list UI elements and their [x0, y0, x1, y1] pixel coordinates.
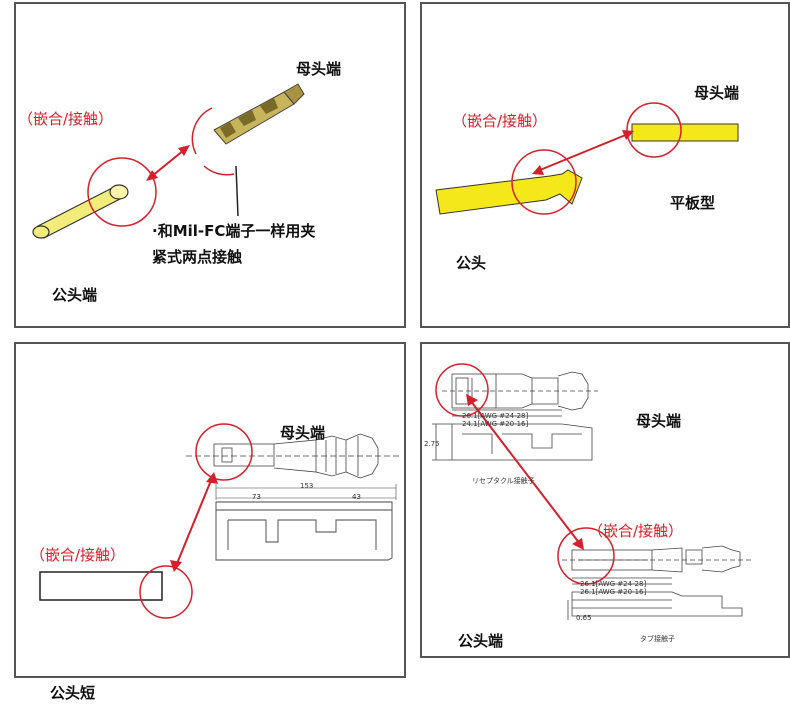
- contact-circle-male: [87, 157, 157, 227]
- contact-circle-male: [139, 565, 193, 619]
- label-female-end: 母头端: [296, 60, 342, 78]
- female-flat-strip: [631, 123, 739, 142]
- male-bent-strip: [435, 169, 583, 215]
- label-fit-contact: （嵌合/接触）: [18, 110, 114, 128]
- contact-circle-male: [557, 527, 615, 585]
- label-fit-contact: （嵌合/接触）: [30, 546, 126, 564]
- caption-tab: タブ接触子: [640, 635, 675, 643]
- caption-male-short: 公头短: [50, 684, 96, 702]
- label-male-end: 公头端: [458, 632, 504, 650]
- contact-arc-female: [191, 107, 213, 155]
- contact-circle-female: [435, 363, 489, 417]
- female-terminal-side-view: [215, 501, 393, 561]
- dim-awg-4: 26.1[AWG #20-16]: [580, 588, 647, 596]
- male-flat-bar: [39, 571, 163, 601]
- panel-bottom-right: 26.1[AWG #24-28] 24.1[AWG #20-16] 2.75 リ…: [420, 342, 790, 658]
- fit-arrow: [146, 145, 190, 181]
- dim-awg-1: 26.1[AWG #24-28]: [462, 412, 529, 420]
- female-terminal-drawing: [186, 433, 400, 479]
- note-line-2: 紧式两点接触: [152, 248, 243, 266]
- dim-b: 43: [352, 493, 361, 501]
- label-flat-type: 平板型: [670, 194, 716, 212]
- label-fit-contact: （嵌合/接触）: [452, 112, 548, 130]
- panel-bottom-left: 153 73 43 母头端 （嵌合/接触）: [14, 342, 406, 678]
- dim-a: 73: [252, 493, 261, 501]
- contact-circle-male: [511, 149, 577, 215]
- dimension-line: [215, 484, 397, 500]
- label-female-end: 母头端: [280, 424, 326, 442]
- dim-height: 2.75: [424, 440, 440, 448]
- diagram-bottom-right: [432, 363, 752, 620]
- panel-top-right: 母头端 （嵌合/接触） 平板型 公头: [420, 2, 790, 328]
- label-female-end: 母头端: [694, 84, 740, 102]
- fit-arrow: [170, 472, 218, 572]
- diagram-bottom-left: [39, 423, 400, 619]
- contact-circle-female: [626, 102, 682, 158]
- label-male: 公头: [456, 254, 487, 272]
- fit-arrow: [532, 130, 634, 175]
- female-terminal-graphic: [213, 83, 305, 145]
- label-female-end: 母头端: [636, 412, 682, 430]
- dim-awg-2: 24.1[AWG #20-16]: [462, 420, 529, 428]
- dim-height-2: 0.65: [576, 614, 592, 622]
- fit-arrow: [466, 394, 584, 550]
- panel-top-left: 母头端 （嵌合/接触） ·和Mil-FC端子一样用夹 紧式两点接触 公头端: [14, 2, 406, 328]
- label-male-end: 公头端: [52, 286, 98, 304]
- dim-total: 153: [300, 482, 314, 490]
- male-pin-graphic: [32, 184, 129, 239]
- diagram-top-left: [32, 83, 305, 239]
- receptacle-drawing: [442, 371, 598, 417]
- dim-awg-3: 26.1[AWG #24-28]: [580, 580, 647, 588]
- label-fit-contact: （嵌合/接触）: [588, 522, 684, 540]
- contact-circle-female: [195, 423, 253, 481]
- diagram-top-right: [435, 102, 739, 215]
- note-line-1: ·和Mil-FC端子一样用夹: [152, 222, 316, 240]
- receptacle-side-view: [432, 423, 593, 461]
- caption-receptacle: リセプタクル接触子: [472, 477, 535, 485]
